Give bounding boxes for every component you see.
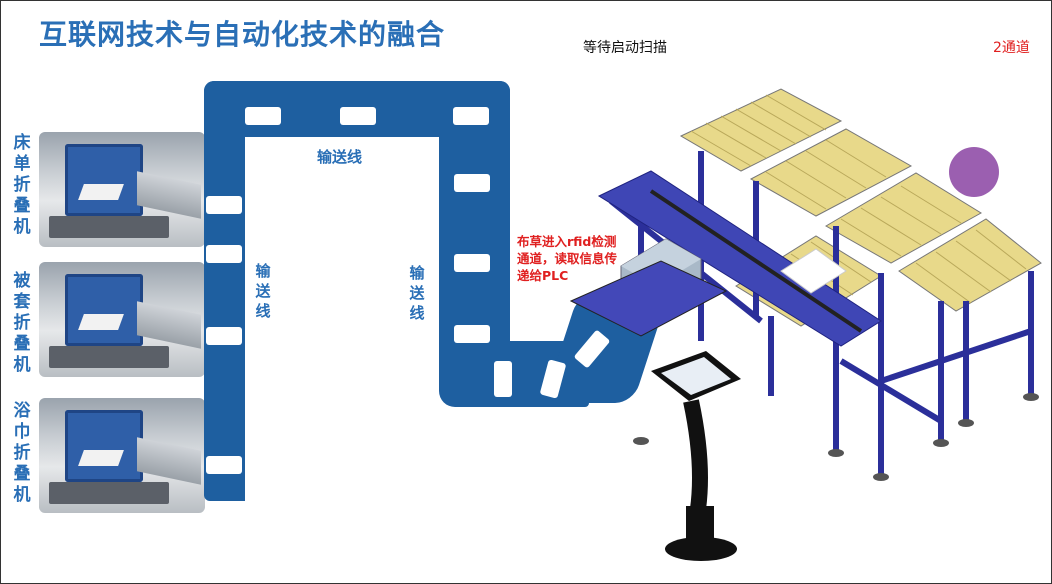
belt-item (245, 107, 281, 125)
machine-label-text: 被套折叠机 (13, 271, 31, 375)
conveyor-label-text: 输送线 (409, 264, 425, 322)
white-linen-sheet (780, 248, 847, 294)
conveyor-ramp (543, 293, 669, 403)
belt-item (206, 245, 242, 263)
conveyor-label-right: 输送线 (407, 263, 427, 323)
frame-feet (633, 393, 1039, 481)
rfid-note: 布草进入rfid检测通道，读取信息传递给PLC (517, 234, 618, 283)
belt-item (340, 107, 376, 125)
belt-item (206, 196, 242, 214)
towel-folding-machine-image (39, 398, 205, 513)
belt-item (206, 456, 242, 474)
duvet-folding-machine-image (39, 262, 205, 377)
bedsheet-folding-machine-image (39, 132, 205, 247)
support-frame (609, 151, 1034, 476)
machine-label-towel: 浴巾折叠机 (11, 401, 33, 506)
machine-label-duvet: 被套折叠机 (11, 271, 33, 376)
belt-item (453, 107, 489, 125)
terminal-kiosk (651, 351, 741, 561)
machine-label-text: 浴巾折叠机 (13, 401, 31, 505)
purple-circle (949, 147, 999, 197)
conveyor-label-top: 输送线 (317, 148, 363, 166)
machine-label-bedsheet: 床单折叠机 (11, 133, 33, 238)
slide-title: 互联网技术与自动化技术的融合 (39, 18, 446, 51)
channel-indicator: 2通道 (993, 40, 1030, 56)
belt-item (494, 361, 512, 397)
conveyor-label-left: 输送线 (253, 261, 273, 321)
conveyor-left-leg (204, 81, 245, 501)
belt-item (454, 174, 490, 192)
conveyor-label-text: 输送线 (255, 262, 271, 320)
belt-item (206, 327, 242, 345)
machine-label-text: 床单折叠机 (13, 133, 31, 237)
belt-item (454, 325, 490, 343)
belt-item (454, 254, 490, 272)
roller-tables (679, 88, 1042, 327)
conveyor-right-leg (439, 81, 510, 353)
status-text: 等待启动扫描 (583, 40, 667, 56)
